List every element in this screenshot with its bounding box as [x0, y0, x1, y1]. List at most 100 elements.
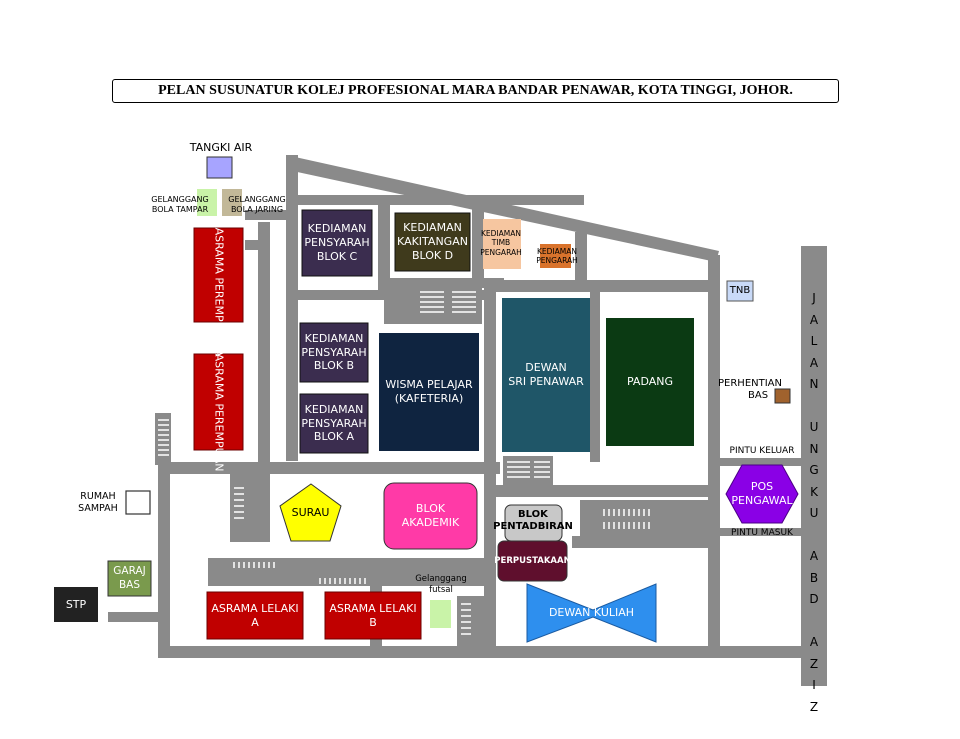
- road-d-right: [472, 205, 484, 285]
- label-perhentian-line2: BAS: [748, 390, 769, 401]
- road-network: [108, 155, 803, 658]
- garaj-bas-shape: [107, 560, 152, 597]
- gelanggang-bola-jaring-shape: [222, 189, 242, 216]
- road-lower-mid: [160, 462, 500, 474]
- road-letter: U: [809, 506, 819, 520]
- label-bola-jaring-line1: GELANGGANG: [228, 195, 286, 204]
- label-surau: SURAU: [291, 506, 330, 520]
- road-diagonal: [286, 155, 719, 262]
- asrama-lelaki-b-shape: [324, 591, 422, 640]
- label-asrama-perempuan-a: ASRAMA PEREMPUAN A: [194, 228, 243, 357]
- label-asrama-lelaki-a: ASRAMA LELAKI A: [207, 592, 303, 639]
- label-dewan-sri-line2: SRI PENAWAR: [508, 375, 584, 388]
- label-perhentian-bas: PERHENTIAN BAS: [718, 376, 798, 404]
- label-blok-pentadbiran: BLOK PENTADBIRAN: [493, 505, 573, 537]
- road-letter: U: [809, 420, 819, 434]
- tangki-air-shape: [206, 156, 233, 179]
- label-blok-akademik-line1: BLOK: [415, 502, 446, 516]
- label-pengarah-line2: PENGARAH: [536, 256, 578, 265]
- label-asrama-lelaki-b: ASRAMA LELAKI B: [325, 592, 421, 639]
- road-letter: I: [812, 678, 816, 692]
- label-kediaman-a-line2: PENSYARAH: [301, 416, 367, 430]
- asrama-perempuan-a-shape: [193, 227, 244, 323]
- label-blok-akademik: BLOK AKADEMIK: [384, 483, 477, 549]
- padang-shape: [606, 318, 694, 446]
- label-pos-line1: POS: [750, 480, 774, 494]
- road-letter: A: [809, 312, 819, 327]
- kediaman-pengarah-shape: [540, 244, 571, 268]
- road-letter: [799, 396, 829, 418]
- label-timb-line3: PENGARAH: [480, 247, 522, 257]
- parking-stripes: [158, 291, 650, 635]
- label-bola-tampar-line1: GELANGGANG: [151, 195, 209, 204]
- road-letter: K: [810, 484, 818, 499]
- stp-shape: [54, 587, 98, 622]
- label-padang: PADANG: [626, 375, 673, 389]
- label-wisma-line2: (KAFETERIA): [394, 392, 464, 405]
- label-blok-akademik-line2: AKADEMIK: [401, 516, 460, 529]
- label-gelanggang-bola-tampar: GELANGGANG BOLA TAMPAR: [145, 193, 215, 217]
- road-letter: A: [809, 635, 819, 649]
- label-pintu-masuk: PINTU MASUK: [731, 528, 793, 539]
- road-parking-top: [384, 282, 482, 324]
- road-left-parking: [155, 413, 171, 465]
- perpustakaan-shape: [497, 540, 568, 582]
- road-right-vert: [708, 255, 720, 655]
- label-kediaman-timb-pengarah: KEDIAMAN TIMB PENGARAH: [476, 223, 526, 263]
- kediaman-kakitangan-d-shape: [394, 212, 471, 272]
- label-kediaman-d-line1: KEDIAMAN: [403, 221, 462, 235]
- tnb-shape: [726, 280, 754, 302]
- dewan-kuliah-shape: [526, 583, 657, 643]
- dewan-sri-penawar-shape: [502, 298, 590, 452]
- label-kediaman-d-line2: KAKITANGAN: [397, 235, 468, 249]
- label-bola-tampar-line2: BOLA TAMPAR: [151, 205, 209, 214]
- surau-shape: [279, 483, 342, 542]
- road-letter: N: [809, 377, 819, 391]
- label-timb-line2: TIMB: [491, 238, 511, 248]
- map-title-box: PELAN SUSUNATUR KOLEJ PROFESIONAL MARA B…: [112, 79, 839, 103]
- label-rumah-sampah-line2: SAMPAH: [78, 503, 118, 514]
- label-kediaman-c-line2: PENSYARAH: [304, 236, 370, 250]
- pos-pengawal-shape: [725, 464, 799, 524]
- label-kediaman-kakitangan-d: KEDIAMAN KAKITANGAN BLOK D: [395, 213, 470, 271]
- label-kediaman-pengarah: KEDIAMAN PENGARAH: [532, 244, 582, 268]
- road-letter: N: [809, 441, 819, 456]
- label-rumah-sampah-line1: RUMAH: [80, 491, 116, 503]
- road-lelaki-top: [208, 558, 496, 586]
- label-gelanggang-bola-jaring: GELANGGANG BOLA JARING: [222, 193, 292, 217]
- label-futsal-line2: futsal: [429, 585, 453, 595]
- label-kediaman-b-line2: PENSYARAH: [301, 345, 367, 359]
- label-dewan-kuliah: DEWAN KULIAH: [548, 606, 635, 620]
- label-garaj-bas: GARAJ BAS: [108, 561, 151, 596]
- road-letter: Z: [809, 699, 819, 714]
- road-around-padang: [590, 292, 600, 462]
- road-letter: Z: [809, 656, 819, 671]
- label-asrama-perempuan-b-text: ASRAMA PEREMPUAN B: [212, 354, 226, 483]
- label-kediaman-b-line1: KEDIAMAN: [304, 331, 364, 345]
- kediaman-timb-pengarah-shape: [483, 219, 521, 269]
- label-garaj-line1: GARAJ: [113, 565, 146, 578]
- road-admin-right: [572, 536, 712, 548]
- label-dewan-sri-penawar: DEWAN SRI PENAWAR: [502, 298, 590, 452]
- label-pentadbiran-line1: BLOK: [518, 508, 548, 520]
- label-pentadbiran-line2: PENTADBIRAN: [493, 521, 573, 532]
- label-stp: STP: [65, 597, 87, 611]
- road-letter: J: [812, 291, 816, 305]
- road-letter: A: [809, 355, 819, 370]
- label-tangki-air: TANGKI AIR: [189, 141, 253, 155]
- label-bola-jaring-line2: BOLA JARING: [230, 205, 284, 214]
- label-futsal-line1: Gelanggang: [415, 574, 467, 585]
- road-mid-right: [484, 280, 716, 292]
- label-tnb: TNB: [729, 284, 751, 296]
- label-dewan-sri-line1: DEWAN: [525, 361, 567, 375]
- label-lelaki-b-line2: B: [369, 615, 377, 629]
- perhentian-bas-shape: [774, 388, 791, 404]
- road-letter: A: [809, 549, 819, 563]
- label-perpustakaan: PERPUSTAKAAN: [494, 555, 571, 566]
- label-lelaki-a-line1: ASRAMA LELAKI: [211, 601, 299, 615]
- label-lelaki-a-line2: A: [251, 615, 259, 629]
- kediaman-pensyarah-b-shape: [299, 322, 369, 383]
- road-left-vert-2: [258, 222, 270, 462]
